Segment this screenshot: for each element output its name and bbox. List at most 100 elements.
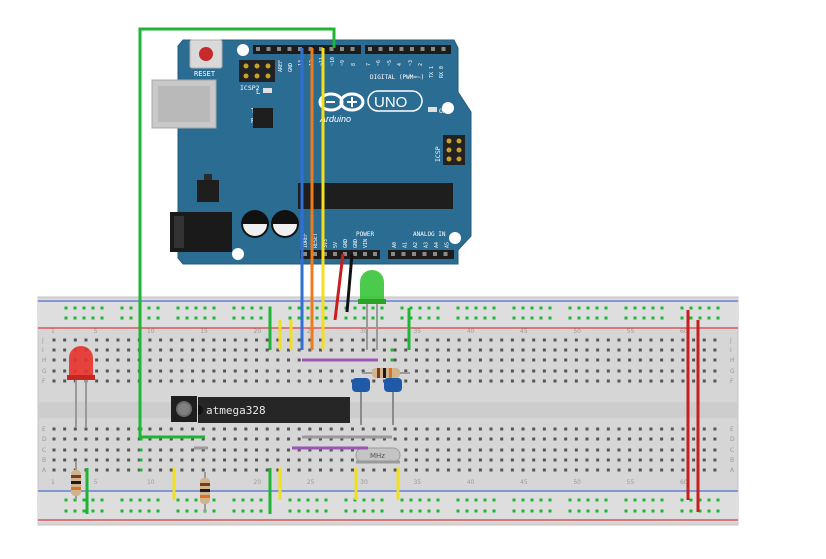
rail-hole xyxy=(250,509,254,513)
breadboard-hole xyxy=(510,448,514,452)
rail-hole xyxy=(427,509,431,513)
breadboard-hole xyxy=(319,458,322,462)
breadboard-hole xyxy=(127,379,131,383)
breadboard-hole xyxy=(244,448,248,452)
red-led xyxy=(67,346,95,428)
rail-hole xyxy=(73,316,77,320)
rail-hole xyxy=(380,306,384,310)
breadboard-hole xyxy=(457,458,461,462)
rail-hole xyxy=(353,316,357,320)
breadboard-hole xyxy=(446,458,450,462)
rail-hole xyxy=(315,509,319,513)
digital-pin-label: 2 xyxy=(418,63,424,66)
breadboard-hole xyxy=(457,348,461,352)
breadboard-hole xyxy=(191,379,195,383)
breadboard-hole xyxy=(532,437,536,441)
breadboard-hole xyxy=(308,448,312,452)
rail-hole xyxy=(427,498,431,502)
rail-hole xyxy=(689,509,693,513)
breadboard-hole xyxy=(500,338,504,342)
breadboard-hole xyxy=(553,437,557,441)
breadboard-hole xyxy=(84,437,88,441)
rail-hole xyxy=(436,316,440,320)
breadboard-hole xyxy=(532,379,536,383)
breadboard-hole xyxy=(191,338,195,342)
breadboard-hole xyxy=(585,437,589,441)
breadboard-hole xyxy=(649,338,653,342)
rail-hole xyxy=(259,509,263,513)
breadboard-hole xyxy=(116,448,120,452)
breadboard-hole xyxy=(489,448,493,452)
breadboard-hole xyxy=(596,348,600,352)
column-number: 1 xyxy=(51,328,55,335)
breadboard-hole xyxy=(468,437,472,441)
crystal-oscillator: MHz xyxy=(355,447,401,463)
rail-hole xyxy=(651,498,655,502)
breadboard-hole xyxy=(73,437,77,441)
breadboard-hole xyxy=(628,468,632,472)
breadboard-hole xyxy=(148,448,152,452)
breadboard-hole xyxy=(159,369,163,373)
rail-hole xyxy=(64,498,68,502)
column-number: 60 xyxy=(680,328,688,335)
rail-hole xyxy=(259,316,263,320)
breadboard-hole xyxy=(308,427,312,431)
breadboard-hole xyxy=(681,458,685,462)
breadboard-hole xyxy=(446,348,450,352)
breadboard-hole xyxy=(510,427,514,431)
breadboard-hole xyxy=(638,348,642,352)
breadboard-hole xyxy=(180,468,184,472)
rail-hole xyxy=(707,306,711,310)
breadboard-hole xyxy=(468,369,472,373)
breadboard-hole xyxy=(532,427,536,431)
rail-hole xyxy=(380,509,384,513)
breadboard-hole xyxy=(596,448,600,452)
rail-hole xyxy=(380,316,384,320)
row-letter: J xyxy=(41,337,44,344)
breadboard-hole xyxy=(713,348,717,352)
breadboard-hole xyxy=(489,427,493,431)
breadboard-hole xyxy=(436,379,440,383)
breadboard-hole xyxy=(223,348,227,352)
breadboard-hole xyxy=(660,468,664,472)
breadboard-hole xyxy=(446,468,450,472)
rail-hole xyxy=(232,316,236,320)
rail-hole xyxy=(474,316,478,320)
breadboard-hole xyxy=(169,458,173,462)
rail-hole xyxy=(651,306,655,310)
breadboard-hole xyxy=(180,448,184,452)
rail-hole xyxy=(456,316,460,320)
breadboard-hole xyxy=(361,338,365,342)
rail-hole xyxy=(651,316,655,320)
breadboard-hole xyxy=(297,338,301,342)
rail-hole xyxy=(371,316,375,320)
breadboard-hole xyxy=(670,468,674,472)
breadboard-hole xyxy=(180,338,184,342)
breadboard-hole xyxy=(425,427,429,431)
breadboard-hole xyxy=(137,468,141,472)
breadboard-hole xyxy=(628,358,632,362)
breadboard-hole xyxy=(702,427,706,431)
breadboard-hole xyxy=(660,358,664,362)
breadboard-hole xyxy=(212,358,216,362)
rail-hole xyxy=(716,498,720,502)
breadboard-hole xyxy=(670,458,674,462)
rail-hole xyxy=(436,498,440,502)
rail-hole xyxy=(568,498,572,502)
breadboard-hole xyxy=(681,348,685,352)
breadboard-hole xyxy=(63,448,67,452)
rail-hole xyxy=(512,306,516,310)
breadboard-hole xyxy=(532,338,536,342)
breadboard-hole xyxy=(638,427,642,431)
breadboard-hole xyxy=(713,437,717,441)
rail-hole xyxy=(465,306,469,310)
breadboard-hole xyxy=(308,458,312,462)
rail-hole xyxy=(212,306,216,310)
breadboard-hole xyxy=(606,437,610,441)
digital-pin-label: ~3 xyxy=(408,60,414,66)
breadboard-hole xyxy=(617,358,621,362)
breadboard-hole xyxy=(52,379,56,383)
connected-hole xyxy=(390,358,394,362)
breadboard-hole xyxy=(596,358,600,362)
breadboard-hole xyxy=(148,358,152,362)
